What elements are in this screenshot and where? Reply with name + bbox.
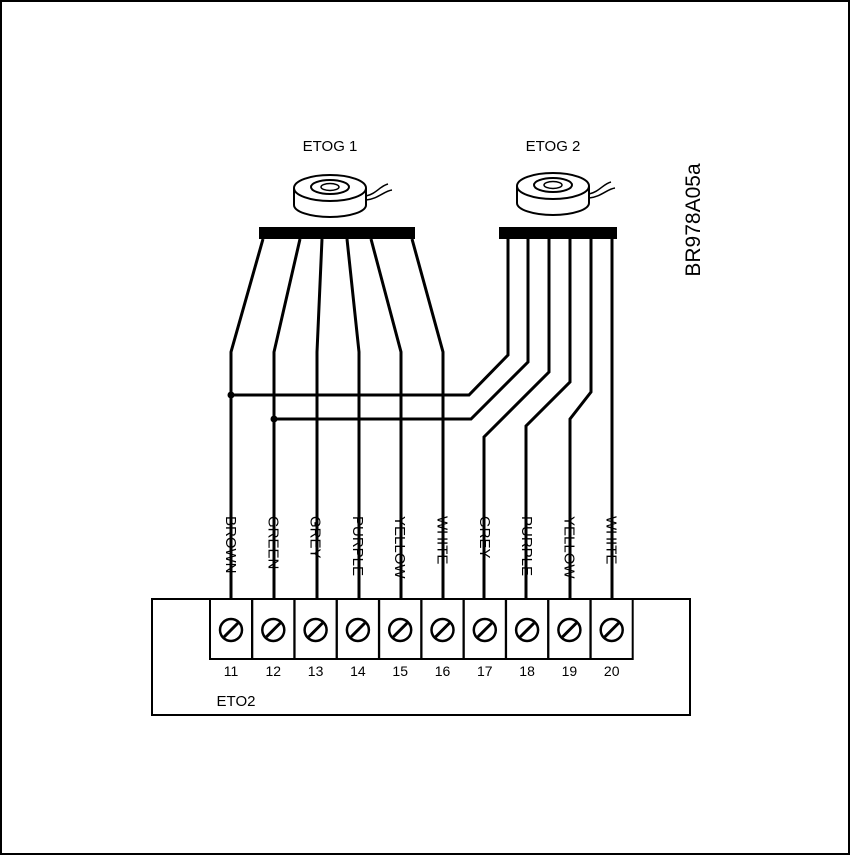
reference-code: BR978A05a bbox=[682, 163, 705, 277]
junction-dot bbox=[270, 415, 278, 423]
wire-joins-11 bbox=[231, 239, 510, 397]
terminal-number: 16 bbox=[435, 663, 451, 679]
terminal-14: 14 PURPLE bbox=[335, 516, 380, 679]
terminal-number: 13 bbox=[308, 663, 324, 679]
sensor-cable-bar bbox=[259, 227, 415, 239]
terminal-16: 16 WHITE bbox=[420, 516, 465, 679]
terminal-block-label: ETO2 bbox=[217, 693, 256, 710]
terminal-number: 12 bbox=[266, 663, 282, 679]
wire-color-label: WHITE bbox=[434, 516, 451, 564]
terminal-13: 13 GREY bbox=[293, 516, 338, 679]
wire-white bbox=[410, 238, 445, 598]
wire-color-label: WHITE bbox=[603, 516, 620, 564]
sensor-label: ETOG 1 bbox=[303, 138, 358, 155]
wire-color-label: GREY bbox=[476, 516, 493, 559]
bar-fan-lines bbox=[501, 228, 571, 239]
terminal-block: ETO2 11 BROWN 12 GREEN 13 GREY 14 PURPLE 15 YELLO… bbox=[151, 516, 691, 716]
wire-grey bbox=[315, 238, 324, 598]
bar-fan-lines bbox=[261, 228, 372, 239]
terminal-18: 18 PURPLE bbox=[505, 516, 550, 679]
toroid-sensor-icon bbox=[293, 174, 393, 218]
wire-color-label: BROWN bbox=[222, 516, 239, 574]
wire-color-label: PURPLE bbox=[518, 516, 535, 576]
terminal-number: 15 bbox=[392, 663, 408, 679]
sensor-cable-bar bbox=[499, 227, 617, 239]
wire-color-label: GREY bbox=[307, 516, 324, 559]
wires-etog-1 bbox=[229, 238, 445, 598]
terminal-number: 17 bbox=[477, 663, 493, 679]
wire-yellow bbox=[568, 239, 593, 598]
wires-etog-2 bbox=[231, 239, 614, 598]
terminal-12: 12 GREEN bbox=[251, 516, 296, 679]
terminal-strip: 11 BROWN 12 GREEN 13 GREY 14 PURPLE 15 YELLOW 16 WH… bbox=[209, 516, 634, 679]
terminal-11: 11 BROWN bbox=[209, 516, 253, 679]
wire-yellow bbox=[369, 238, 403, 598]
terminal-number: 14 bbox=[350, 663, 366, 679]
sensor-etog-2: ETOG 2 bbox=[499, 138, 617, 239]
wire-purple bbox=[524, 239, 572, 598]
terminal-number: 18 bbox=[519, 663, 535, 679]
junction-dot bbox=[227, 391, 235, 399]
sensor-label: ETOG 2 bbox=[526, 138, 581, 155]
terminal-20: 20 WHITE bbox=[589, 516, 634, 679]
terminal-number: 11 bbox=[224, 663, 239, 679]
wire-purple bbox=[345, 238, 361, 598]
sensor-etog-1: ETOG 1 bbox=[259, 138, 415, 239]
terminal-17: 17 GREY bbox=[462, 516, 507, 679]
wire-color-label: GREEN bbox=[264, 516, 281, 569]
wire-grey bbox=[482, 239, 551, 598]
toroid-sensor-icon bbox=[516, 172, 616, 216]
wire-color-label: YELLOW bbox=[560, 516, 577, 579]
wire-color-label: YELLOW bbox=[391, 516, 408, 579]
terminal-number: 19 bbox=[562, 663, 578, 679]
terminal-15: 15 YELLOW bbox=[378, 516, 423, 679]
wire-joins-12 bbox=[274, 239, 530, 421]
wire-brown bbox=[229, 238, 265, 598]
wire-green bbox=[272, 238, 302, 598]
terminal-number: 20 bbox=[604, 663, 620, 679]
wire-color-label: PURPLE bbox=[349, 516, 366, 576]
terminal-19: 19 YELLOW bbox=[547, 516, 592, 679]
